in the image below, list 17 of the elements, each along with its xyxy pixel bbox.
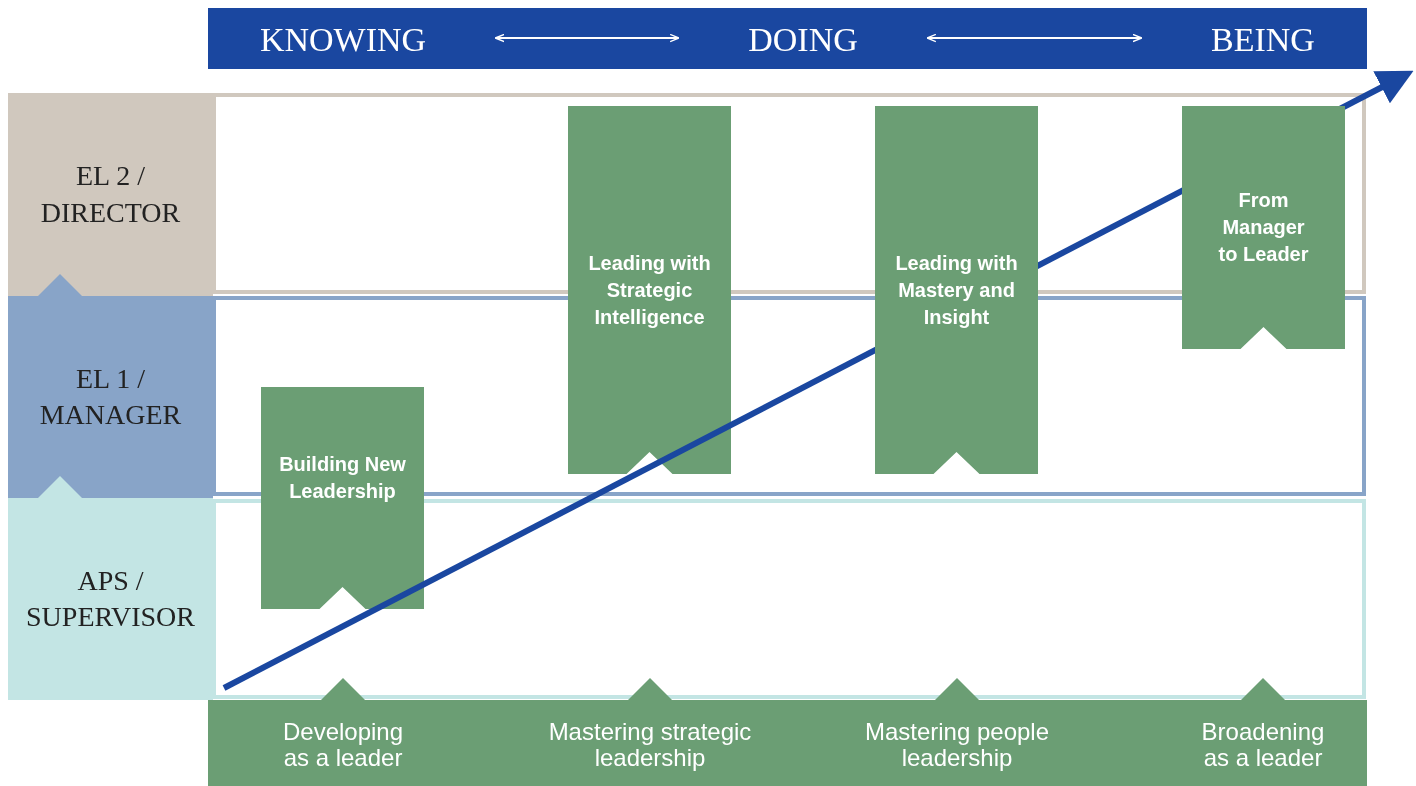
- outcome-label: Broadening as a leader: [1200, 718, 1326, 772]
- outcome-label: Mastering people leadership: [863, 718, 1051, 772]
- outcome-label: Mastering strategic leadership: [547, 718, 753, 772]
- level-tab: EL 1 / MANAGER: [8, 296, 213, 498]
- stage-label: KNOWING: [259, 21, 427, 59]
- program-banner: Leading with Strategic Intelligence: [568, 106, 731, 474]
- level-tab: EL 2 / DIRECTOR: [8, 93, 213, 296]
- stage-label: BEING: [1211, 21, 1315, 59]
- double-arrow: [494, 33, 680, 43]
- level-tab: APS / SUPERVISOR: [8, 498, 213, 700]
- double-arrow: [926, 33, 1143, 43]
- stage-label: DOING: [748, 21, 858, 59]
- program-banner: From Manager to Leader: [1182, 106, 1345, 349]
- program-banner: Leading with Mastery and Insight: [875, 106, 1038, 474]
- outcome-label: Developing as a leader: [281, 718, 405, 772]
- header-band: [208, 8, 1367, 69]
- program-banner: Building New Leadership: [261, 387, 424, 609]
